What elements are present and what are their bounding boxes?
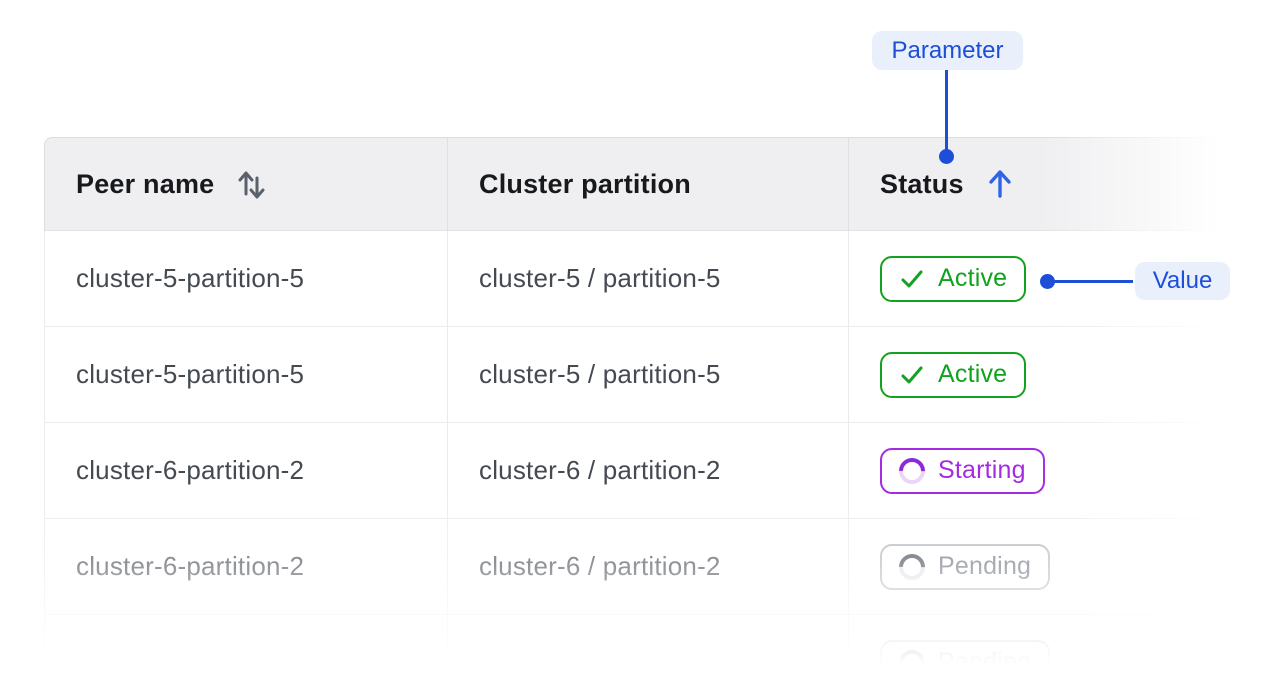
value-connector-line xyxy=(1053,280,1133,283)
status-badge-label: Active xyxy=(938,360,1008,388)
sort-ascending-icon xyxy=(989,170,1011,198)
table-row: cluster-5-partition-5 cluster-5 / partit… xyxy=(44,231,1230,327)
status-cell: Pending xyxy=(848,615,1230,688)
status-badge-label: Pending xyxy=(938,648,1032,676)
peers-table: Peer name Cluster partition Status clust… xyxy=(44,137,1230,688)
peer-name-cell: cluster-6-partition-2 xyxy=(76,455,305,485)
column-header-label: Peer name xyxy=(76,168,215,199)
status-badge-label: Active xyxy=(938,264,1008,292)
table-row: cluster-6-partition-2 cluster-6 / partit… xyxy=(44,519,1230,615)
column-header-peer-name[interactable]: Peer name xyxy=(45,138,447,230)
status-cell: Starting xyxy=(848,423,1230,518)
cluster-partition-cell xyxy=(447,615,848,688)
column-header-cluster-partition[interactable]: Cluster partition xyxy=(447,138,848,230)
status-badge-label: Starting xyxy=(938,456,1026,484)
parameter-callout-pill: Parameter xyxy=(872,31,1023,70)
table-row: cluster-5-partition-5 cluster-5 / partit… xyxy=(44,327,1230,423)
peer-name-cell: cluster-6-partition-2 xyxy=(76,551,305,581)
spinner-icon xyxy=(893,644,931,681)
check-icon xyxy=(901,366,923,383)
spinner-icon xyxy=(893,452,931,489)
peer-name-cell xyxy=(45,615,447,688)
value-callout-label: Value xyxy=(1152,267,1213,294)
status-badge-label: Pending xyxy=(938,552,1032,580)
value-connector-dot xyxy=(1040,274,1055,289)
parameter-callout-label: Parameter xyxy=(891,36,1004,64)
status-badge: Active xyxy=(880,255,1027,302)
column-header-label: Status xyxy=(880,168,964,199)
status-badge: Active xyxy=(880,351,1027,398)
value-callout-pill: Value xyxy=(1135,262,1230,300)
table-row: cluster-6-partition-2 cluster-6 / partit… xyxy=(44,423,1230,519)
peer-name-cell: cluster-5-partition-5 xyxy=(76,263,305,293)
status-badge: Pending xyxy=(880,543,1051,590)
spinner-icon xyxy=(893,548,931,585)
cluster-partition-cell: cluster-5 / partition-5 xyxy=(447,327,848,422)
peer-name-cell: cluster-5-partition-5 xyxy=(76,359,305,389)
table-header-row: Peer name Cluster partition Status xyxy=(44,137,1230,231)
status-cell: Pending xyxy=(848,519,1230,614)
status-cell: Active xyxy=(848,231,1230,326)
cluster-partition-cell: cluster-6 / partition-2 xyxy=(447,423,848,518)
status-cell: Active xyxy=(848,327,1230,422)
table-row: Pending xyxy=(44,615,1230,688)
sort-both-icon xyxy=(238,171,265,199)
column-header-label: Cluster partition xyxy=(479,168,691,199)
check-icon xyxy=(901,270,923,287)
status-badge: Starting xyxy=(880,447,1045,494)
column-header-status[interactable]: Status xyxy=(848,138,1229,230)
parameter-connector-dot xyxy=(939,149,954,164)
cluster-partition-cell: cluster-6 / partition-2 xyxy=(447,519,848,614)
cluster-partition-cell: cluster-5 / partition-5 xyxy=(447,231,848,326)
status-badge: Pending xyxy=(880,639,1051,686)
parameter-connector-line xyxy=(945,70,948,152)
